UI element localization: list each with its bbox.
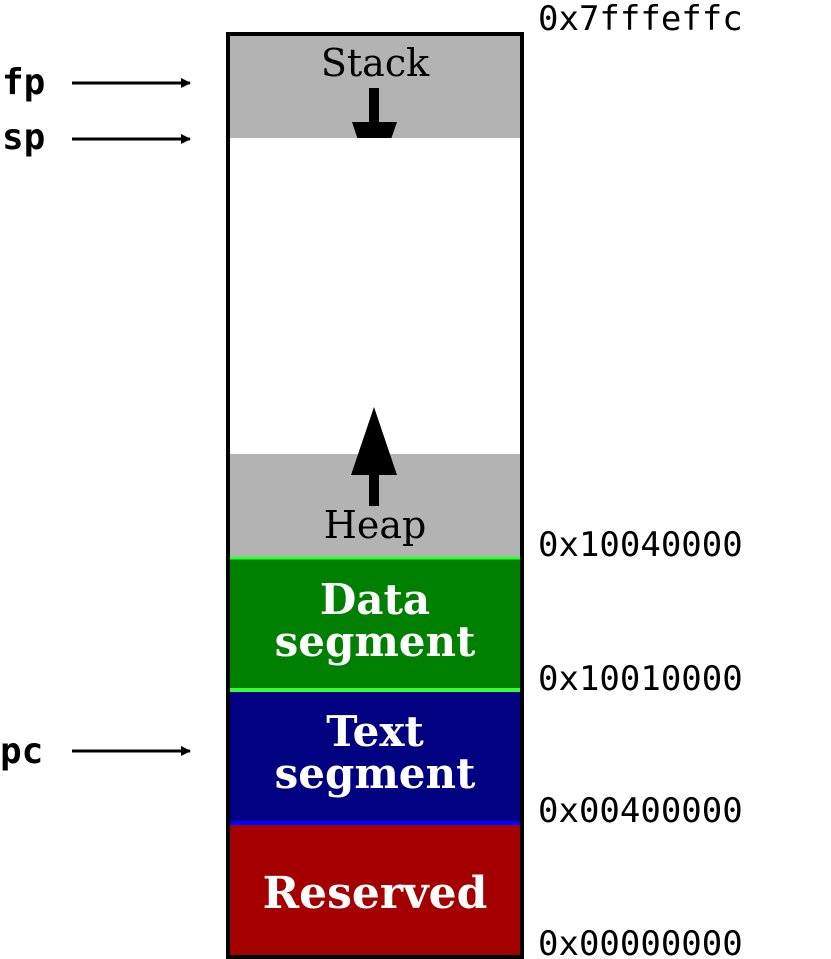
register-fp-label: fp [2, 62, 45, 103]
free-space-region [228, 138, 522, 454]
memory-outline [226, 32, 524, 959]
text-segment-label-line2: segment [275, 749, 476, 798]
reserved-label: Reserved [263, 868, 488, 919]
register-sp-label: sp [2, 117, 45, 158]
data-segment-label-line1: Data [320, 575, 430, 624]
heap-label: Heap [324, 503, 427, 547]
address-heap-start: 0x10040000 [538, 525, 743, 565]
reserved-region [228, 825, 522, 957]
stack-label: Stack [321, 41, 430, 85]
data-segment-label-line2: segment [275, 617, 476, 666]
text-segment-region [228, 692, 522, 824]
address-data-start: 0x10010000 [538, 659, 743, 699]
address-bottom: 0x00000000 [538, 924, 743, 959]
heap-growth-arrow-icon [351, 407, 397, 506]
data-segment-region [228, 558, 522, 691]
register-pc-label: pc [0, 731, 43, 772]
address-text-start: 0x00400000 [538, 791, 743, 831]
address-top: 0x7fffeffc [538, 0, 743, 39]
text-segment-label-line1: Text [326, 707, 424, 756]
